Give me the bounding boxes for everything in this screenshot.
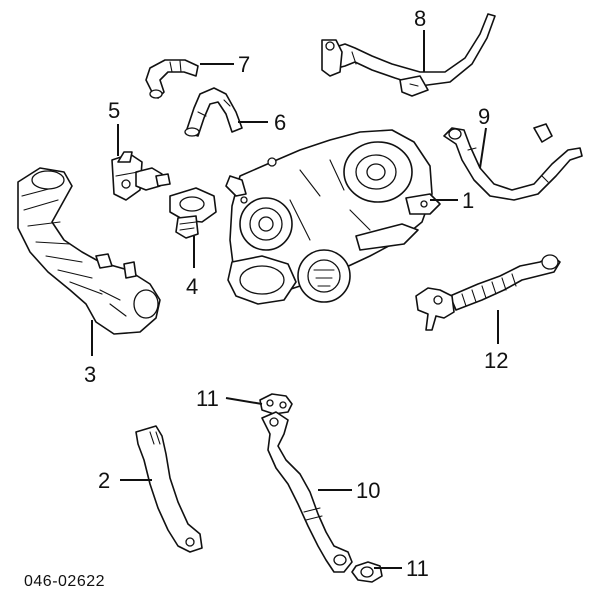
part-8-coolant-pipe [321, 13, 496, 97]
callout-7: 7 [238, 52, 250, 77]
part-11-gasket-upper [259, 393, 293, 415]
callout-10: 10 [356, 478, 380, 503]
callout-2: 2 [98, 468, 110, 493]
part-3-intake-hose [17, 167, 161, 335]
callout-12: 12 [484, 348, 508, 373]
callout-3: 3 [84, 362, 96, 387]
callout-1: 1 [462, 188, 474, 213]
part-10-oil-line [261, 411, 353, 573]
part-11-gasket-lower [351, 561, 383, 583]
callout-8: 8 [414, 6, 426, 31]
part-2-bracket [135, 425, 203, 553]
callout-numbers: 8 7 6 5 9 1 4 12 3 11 10 2 11 [84, 6, 508, 581]
part-5-valve [111, 151, 171, 201]
leader-11-upper [225, 397, 263, 405]
callout-6: 6 [274, 110, 286, 135]
part-7-hose [145, 59, 199, 99]
part-9-pipe [443, 123, 583, 201]
leader-lines [91, 30, 499, 569]
callout-5: 5 [108, 98, 120, 123]
diagram-code: 046-02622 [24, 573, 105, 590]
part-4-thermostat [169, 187, 217, 239]
leader-9 [479, 127, 487, 169]
callout-11-upper: 11 [196, 386, 219, 411]
callout-9: 9 [478, 104, 490, 129]
part-1-turbocharger [225, 129, 441, 305]
part-12-hose [415, 254, 561, 331]
callout-11-lower: 11 [406, 556, 429, 581]
callout-4: 4 [186, 274, 198, 299]
part-6-hose [184, 87, 243, 137]
